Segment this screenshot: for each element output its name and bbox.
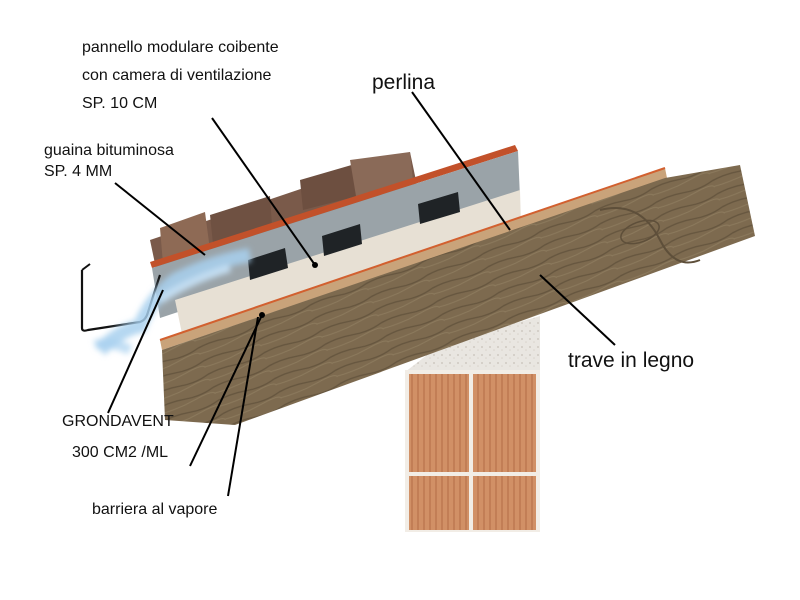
leader-lines — [107, 91, 616, 497]
label-perlina: perlina — [372, 71, 436, 94]
label-pannello-line3: SP. 10 CM — [82, 95, 158, 112]
label-grondavent-line2: 300 CM2 /ML — [72, 444, 169, 461]
leader-dots — [259, 262, 318, 318]
label-pannello-line1: pannello modulare coibente — [82, 39, 279, 56]
perlina-board — [160, 168, 667, 350]
label-grondavent-line1: GRONDAVENT — [62, 413, 174, 430]
label-pannello-line2: con camera di ventilazione — [82, 67, 272, 84]
wall-plaster — [405, 316, 540, 372]
label-trave: trave in legno — [568, 349, 695, 372]
brick-wall — [405, 370, 540, 532]
label-guaina-line2: SP. 4 MM — [44, 163, 113, 180]
label-barriera: barriera al vapore — [92, 501, 218, 518]
ventilation-airflow — [93, 248, 252, 356]
wooden-beam — [162, 165, 755, 425]
label-guaina-line1: guaina bituminosa — [44, 142, 174, 159]
bitumen-membrane — [150, 145, 518, 268]
